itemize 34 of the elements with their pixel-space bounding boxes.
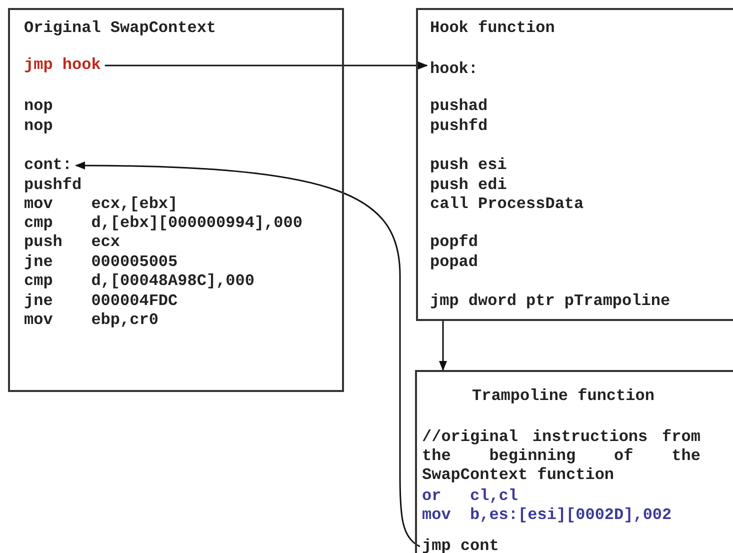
code-line: mov b,es:[esi][0002D],002 (422, 506, 672, 525)
box-heading: Trampoline function (472, 387, 654, 406)
code-line: push edi (430, 176, 507, 195)
code-line: jne 000005005 (24, 253, 178, 272)
code-line: call ProcessData (430, 195, 584, 214)
code-line: jmp cont (422, 537, 499, 553)
code-line: cmp d,[00048A98C],000 (24, 272, 254, 291)
code-line: nop (24, 97, 53, 116)
code-line: cont: (24, 156, 72, 175)
code-line: popfd (430, 233, 478, 252)
code-box (8, 8, 344, 392)
code-line: nop (24, 117, 53, 136)
code-line: hook: (430, 60, 478, 79)
code-line: jmp hook (24, 56, 101, 75)
code-line: push esi (430, 156, 507, 175)
box-heading: Hook function (430, 19, 555, 38)
code-line: pushfd (24, 176, 83, 195)
code-line: jne 000004FDC (24, 292, 178, 311)
code-comment: //original instructions from the beginning of the SwapContext function (422, 428, 700, 485)
arrow (439, 321, 447, 371)
code-line: push ecx (24, 233, 120, 252)
arrow (104, 62, 428, 70)
code-line: jmp dword ptr pTrampoline (430, 292, 670, 311)
code-line: mov ebp,cr0 (24, 311, 158, 330)
code-box (415, 370, 733, 553)
code-line: cmp d,[ebx][000000994],000 (24, 214, 302, 233)
box-heading: Original SwapContext (24, 19, 216, 38)
arrow (75, 162, 420, 548)
code-line: mov ecx,[ebx] (24, 195, 178, 214)
code-line: pushfd (430, 117, 488, 136)
code-line: pushad (430, 97, 488, 116)
code-line: or cl,cl (422, 487, 518, 506)
code-box (416, 8, 733, 321)
code-line: popad (430, 253, 478, 272)
